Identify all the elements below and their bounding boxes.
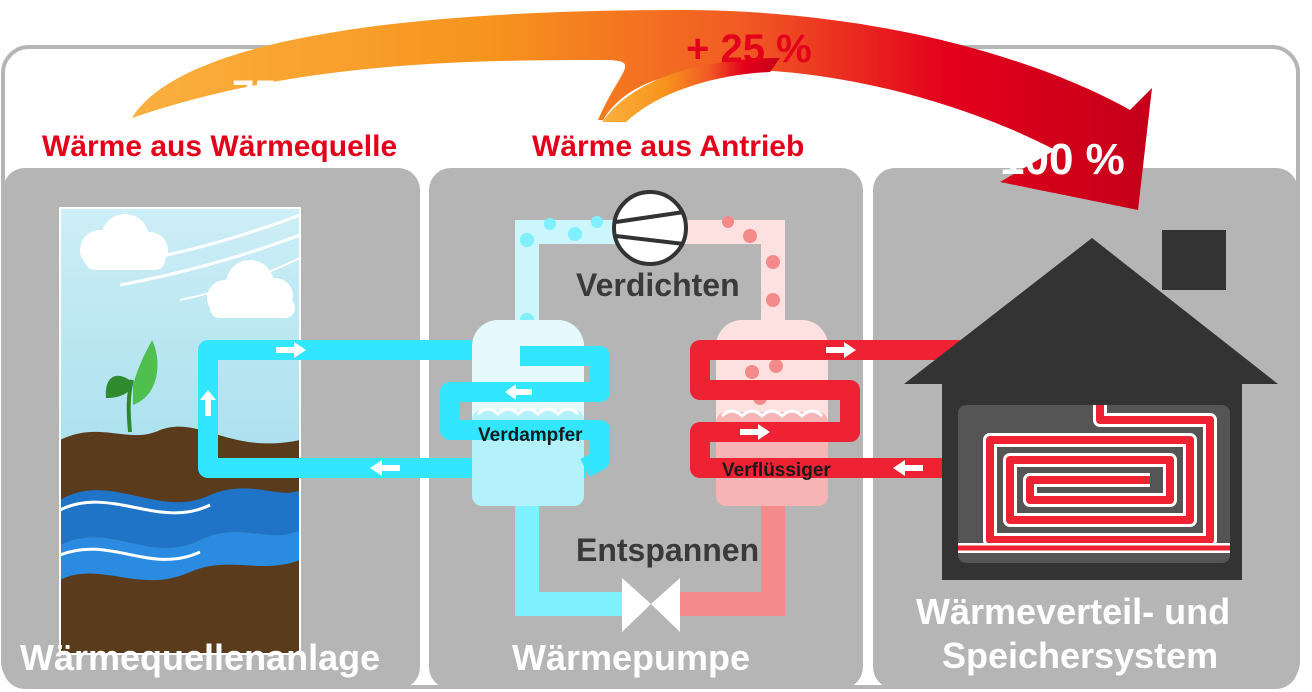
condenser-label: Verflüssiger <box>722 460 831 481</box>
source-scene-frame <box>59 207 301 655</box>
drive-percent: + 25 % <box>686 27 812 71</box>
distribution-panel-subtitle: Speichersystem <box>942 635 1218 676</box>
flow-arrow-right <box>826 342 856 358</box>
source-scene <box>60 208 300 654</box>
refrigerant-pipe-expansion <box>515 500 635 616</box>
drive-heat-branch <box>602 58 780 122</box>
vapor-bubbles-hot <box>722 216 780 307</box>
flow-arrow-up <box>200 390 216 416</box>
heat-flow-arrow <box>132 10 1152 210</box>
floor-heating-icon <box>958 405 1230 553</box>
distribution-panel-title: Wärmeverteil- und <box>916 591 1230 632</box>
expansion-valve-icon <box>622 578 680 632</box>
source-panel-title: Wärmequellenanlage <box>20 637 380 678</box>
total-percent: 100 % <box>1000 135 1125 184</box>
flow-arrow-left <box>505 384 532 400</box>
compress-label: Verdichten <box>576 267 740 303</box>
plant-icon <box>105 340 158 433</box>
flow-arrow-right <box>276 342 306 358</box>
flow-arrow-right <box>740 424 770 440</box>
source-heat-label: Wärme aus Wärmequelle <box>42 130 397 163</box>
evaporator <box>440 320 610 506</box>
evaporator-label: Verdampfer <box>478 425 583 446</box>
pump-panel-title: Wärmepumpe <box>512 637 750 678</box>
flow-arrow-left <box>370 460 400 476</box>
expand-label: Entspannen <box>576 532 759 568</box>
refrigerant-pipe-liquid <box>667 500 785 616</box>
flow-arrow-left <box>893 460 923 476</box>
refrigerant-pipe-cold <box>515 220 616 330</box>
drive-heat-label: Wärme aus Antrieb <box>532 130 804 163</box>
source-percent: 75 % <box>232 73 323 117</box>
cloud-icon <box>80 214 168 270</box>
cloud-icon <box>207 260 295 318</box>
compressor-icon <box>612 190 688 266</box>
